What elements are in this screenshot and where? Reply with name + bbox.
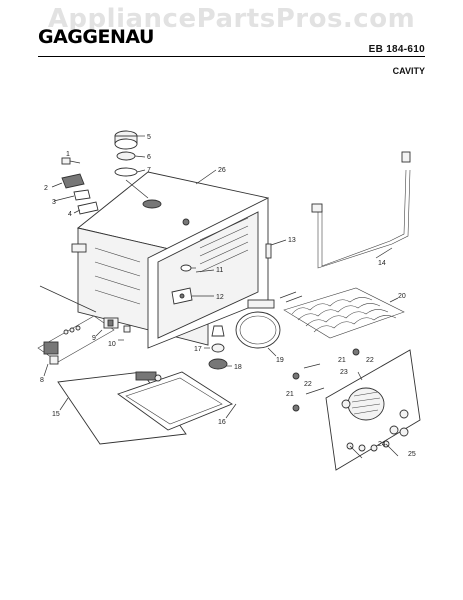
callout-labels: 1 2 3 4 5 6 7 8 9 10 11 12 13 14 15 16 1… — [40, 134, 416, 458]
callout-14: 14 — [378, 260, 386, 267]
small-parts-left — [51, 157, 99, 215]
callout-15: 15 — [52, 411, 60, 418]
callout-22b: 22 — [304, 381, 312, 388]
callout-26: 26 — [218, 167, 226, 174]
callout-23: 23 — [340, 369, 348, 376]
fasteners — [292, 348, 360, 412]
callout-19: 19 — [276, 357, 284, 364]
section-title: CAVITY — [392, 66, 425, 76]
bottom-plate-and-tray — [57, 371, 233, 445]
callout-8: 8 — [40, 377, 44, 384]
callout-18: 18 — [234, 364, 242, 371]
callout-7: 7 — [147, 167, 151, 174]
lamp-parts — [171, 264, 196, 305]
callout-16: 16 — [218, 419, 226, 426]
callout-17: 17 — [194, 346, 202, 353]
callout-21a: 21 — [338, 357, 346, 364]
callout-9: 9 — [92, 335, 96, 342]
leader-lines — [43, 169, 399, 419]
lamp-assembly — [208, 325, 228, 370]
fan-motor-assembly — [114, 130, 149, 199]
bottom-heating-element — [279, 287, 405, 339]
watermark: AppliancePartsPros.com — [47, 4, 416, 34]
callout-2: 2 — [44, 185, 48, 192]
top-heating-element — [311, 151, 411, 269]
callout-3: 3 — [52, 199, 56, 206]
brand-logo: GAGGENAU — [38, 26, 154, 48]
callout-10: 10 — [108, 341, 116, 348]
callout-1: 1 — [66, 151, 70, 158]
callout-24: 24 — [378, 441, 386, 448]
header-rule — [38, 56, 425, 57]
callout-12: 12 — [216, 294, 224, 301]
callout-22a: 22 — [366, 357, 374, 364]
callout-4: 4 — [68, 211, 72, 218]
back-panel — [325, 349, 421, 471]
callout-20: 20 — [398, 293, 406, 300]
callout-13: 13 — [288, 237, 296, 244]
model-number: EB 184-610 — [368, 44, 425, 55]
control-parts — [37, 285, 131, 365]
callout-21b: 21 — [286, 391, 294, 398]
oven-cavity — [71, 171, 269, 349]
callout-11: 11 — [216, 267, 223, 274]
fan-ring — [235, 299, 281, 349]
callout-25: 25 — [408, 451, 416, 458]
callout-5: 5 — [147, 134, 151, 141]
callout-6: 6 — [147, 154, 151, 161]
part-13 — [265, 243, 272, 259]
